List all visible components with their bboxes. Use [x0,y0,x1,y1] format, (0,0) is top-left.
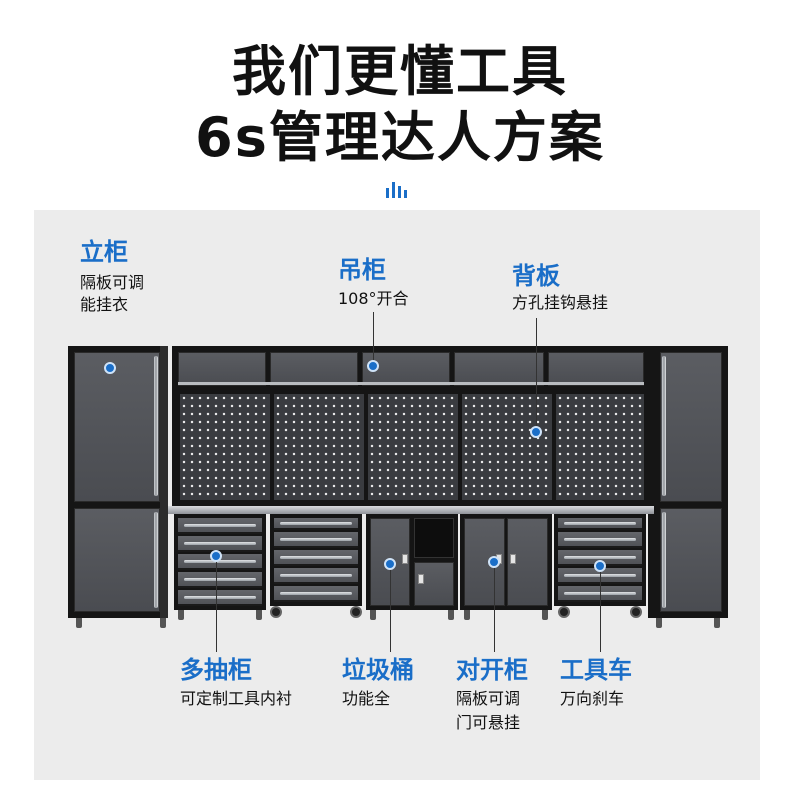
callout-double-door-title: 对开柜 [456,656,528,684]
marker-dot-backboard [530,426,542,438]
callout-drawer-cabinet-desc-1: 可定制工具内衬 [180,689,293,708]
marker-dot-wall-cabinet [367,360,379,372]
callout-tall-cabinet-desc-1: 隔板可调 [80,273,145,292]
marker-dot-drawer-cabinet [210,550,222,562]
marker-dot-double-door [488,556,500,568]
callout-double-door-desc-2: 门可悬挂 [456,713,521,732]
callout-tool-cart-title: 工具车 [560,656,632,684]
pegboard-frame [172,392,650,508]
callout-tall-cabinet-title: 立柜 [80,238,128,266]
callout-backboard-desc-1: 方孔挂钩悬挂 [512,293,609,312]
drawer-cabinet-1 [174,514,266,610]
headline-line-1: 我们更懂工具 [232,40,568,103]
callout-wall-cabinet-title: 吊柜 [338,256,386,284]
callout-double-door-desc-1: 隔板可调 [456,689,521,708]
marker-dot-tall-cabinet [104,362,116,374]
callout-wall-cabinet-desc-1: 108°开合 [338,289,409,308]
headline-line-2: 6s管理达人方案 [195,106,605,169]
tall-cabinet-left [68,346,168,618]
callout-trash-bin-title: 垃圾桶 [342,656,414,684]
trash-bin-cabinet [366,514,458,610]
callout-tool-cart-desc-1: 万向刹车 [560,689,625,708]
tall-cabinet-right [648,346,728,618]
callout-drawer-cabinet-title: 多抽柜 [180,656,252,684]
worktop [168,506,654,514]
callout-trash-bin-desc-1: 功能全 [342,689,391,708]
marker-dot-tool-cart [594,560,606,572]
callout-backboard-title: 背板 [512,262,560,290]
marker-dot-trash-bin [384,558,396,570]
callout-tall-cabinet-desc-2: 能挂衣 [80,295,129,314]
double-door-cabinet [460,514,552,610]
drawer-cabinet-2 [270,514,362,606]
wall-cabinet-row [172,346,650,392]
bar-chart-icon [386,180,408,198]
